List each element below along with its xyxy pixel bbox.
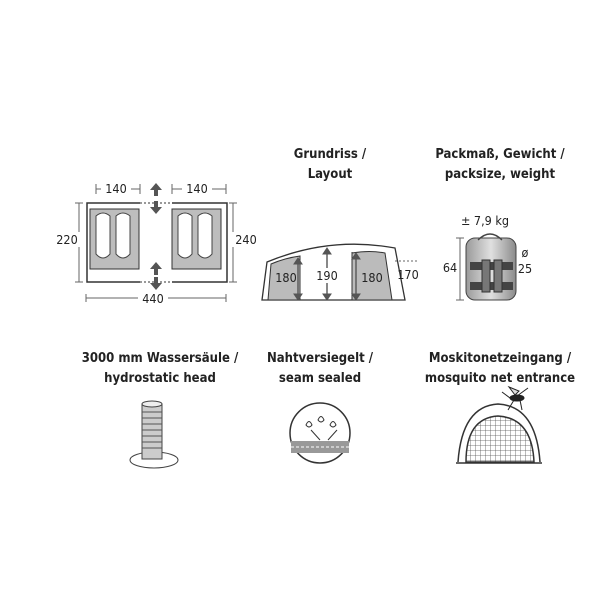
diameter-symbol: ø (521, 245, 529, 260)
pack-bag-icon (456, 233, 517, 301)
mosquito-caption: Moskitonetzeingang / mosquito net entran… (424, 351, 576, 386)
weight-label: ± 7,9 kg (460, 213, 510, 228)
seam-caption: Nahtversiegelt / seam sealed (266, 351, 374, 386)
water-column-icon (129, 400, 179, 469)
mosquito-net-icon (456, 385, 542, 464)
depth-right-label: 240 (231, 232, 261, 247)
layout-caption: Grundriss / Layout (293, 147, 367, 182)
width-right-label: 140 (182, 181, 212, 196)
left-height-label: 180 (275, 270, 297, 285)
seam-sealed-icon (289, 402, 351, 464)
door-arrow-icon (150, 183, 162, 290)
floor-plan-diagram (75, 183, 237, 302)
end-height-label: 170 (397, 267, 419, 282)
depth-left-label: 220 (52, 232, 82, 247)
sleeping-bag-icon (95, 212, 213, 259)
total-length-label: 440 (138, 291, 168, 306)
water-caption: 3000 mm Wassersäule / hydrostatic head (81, 351, 239, 386)
pack-diameter-label: 25 (517, 261, 533, 276)
pack-length-label: 64 (442, 260, 458, 275)
right-height-label: 180 (361, 270, 383, 285)
center-height-label: 190 (314, 268, 340, 283)
width-left-label: 140 (101, 181, 131, 196)
pack-caption: Packmaß, Gewicht / packsize, weight (435, 147, 565, 182)
mosquito-icon (501, 385, 529, 411)
